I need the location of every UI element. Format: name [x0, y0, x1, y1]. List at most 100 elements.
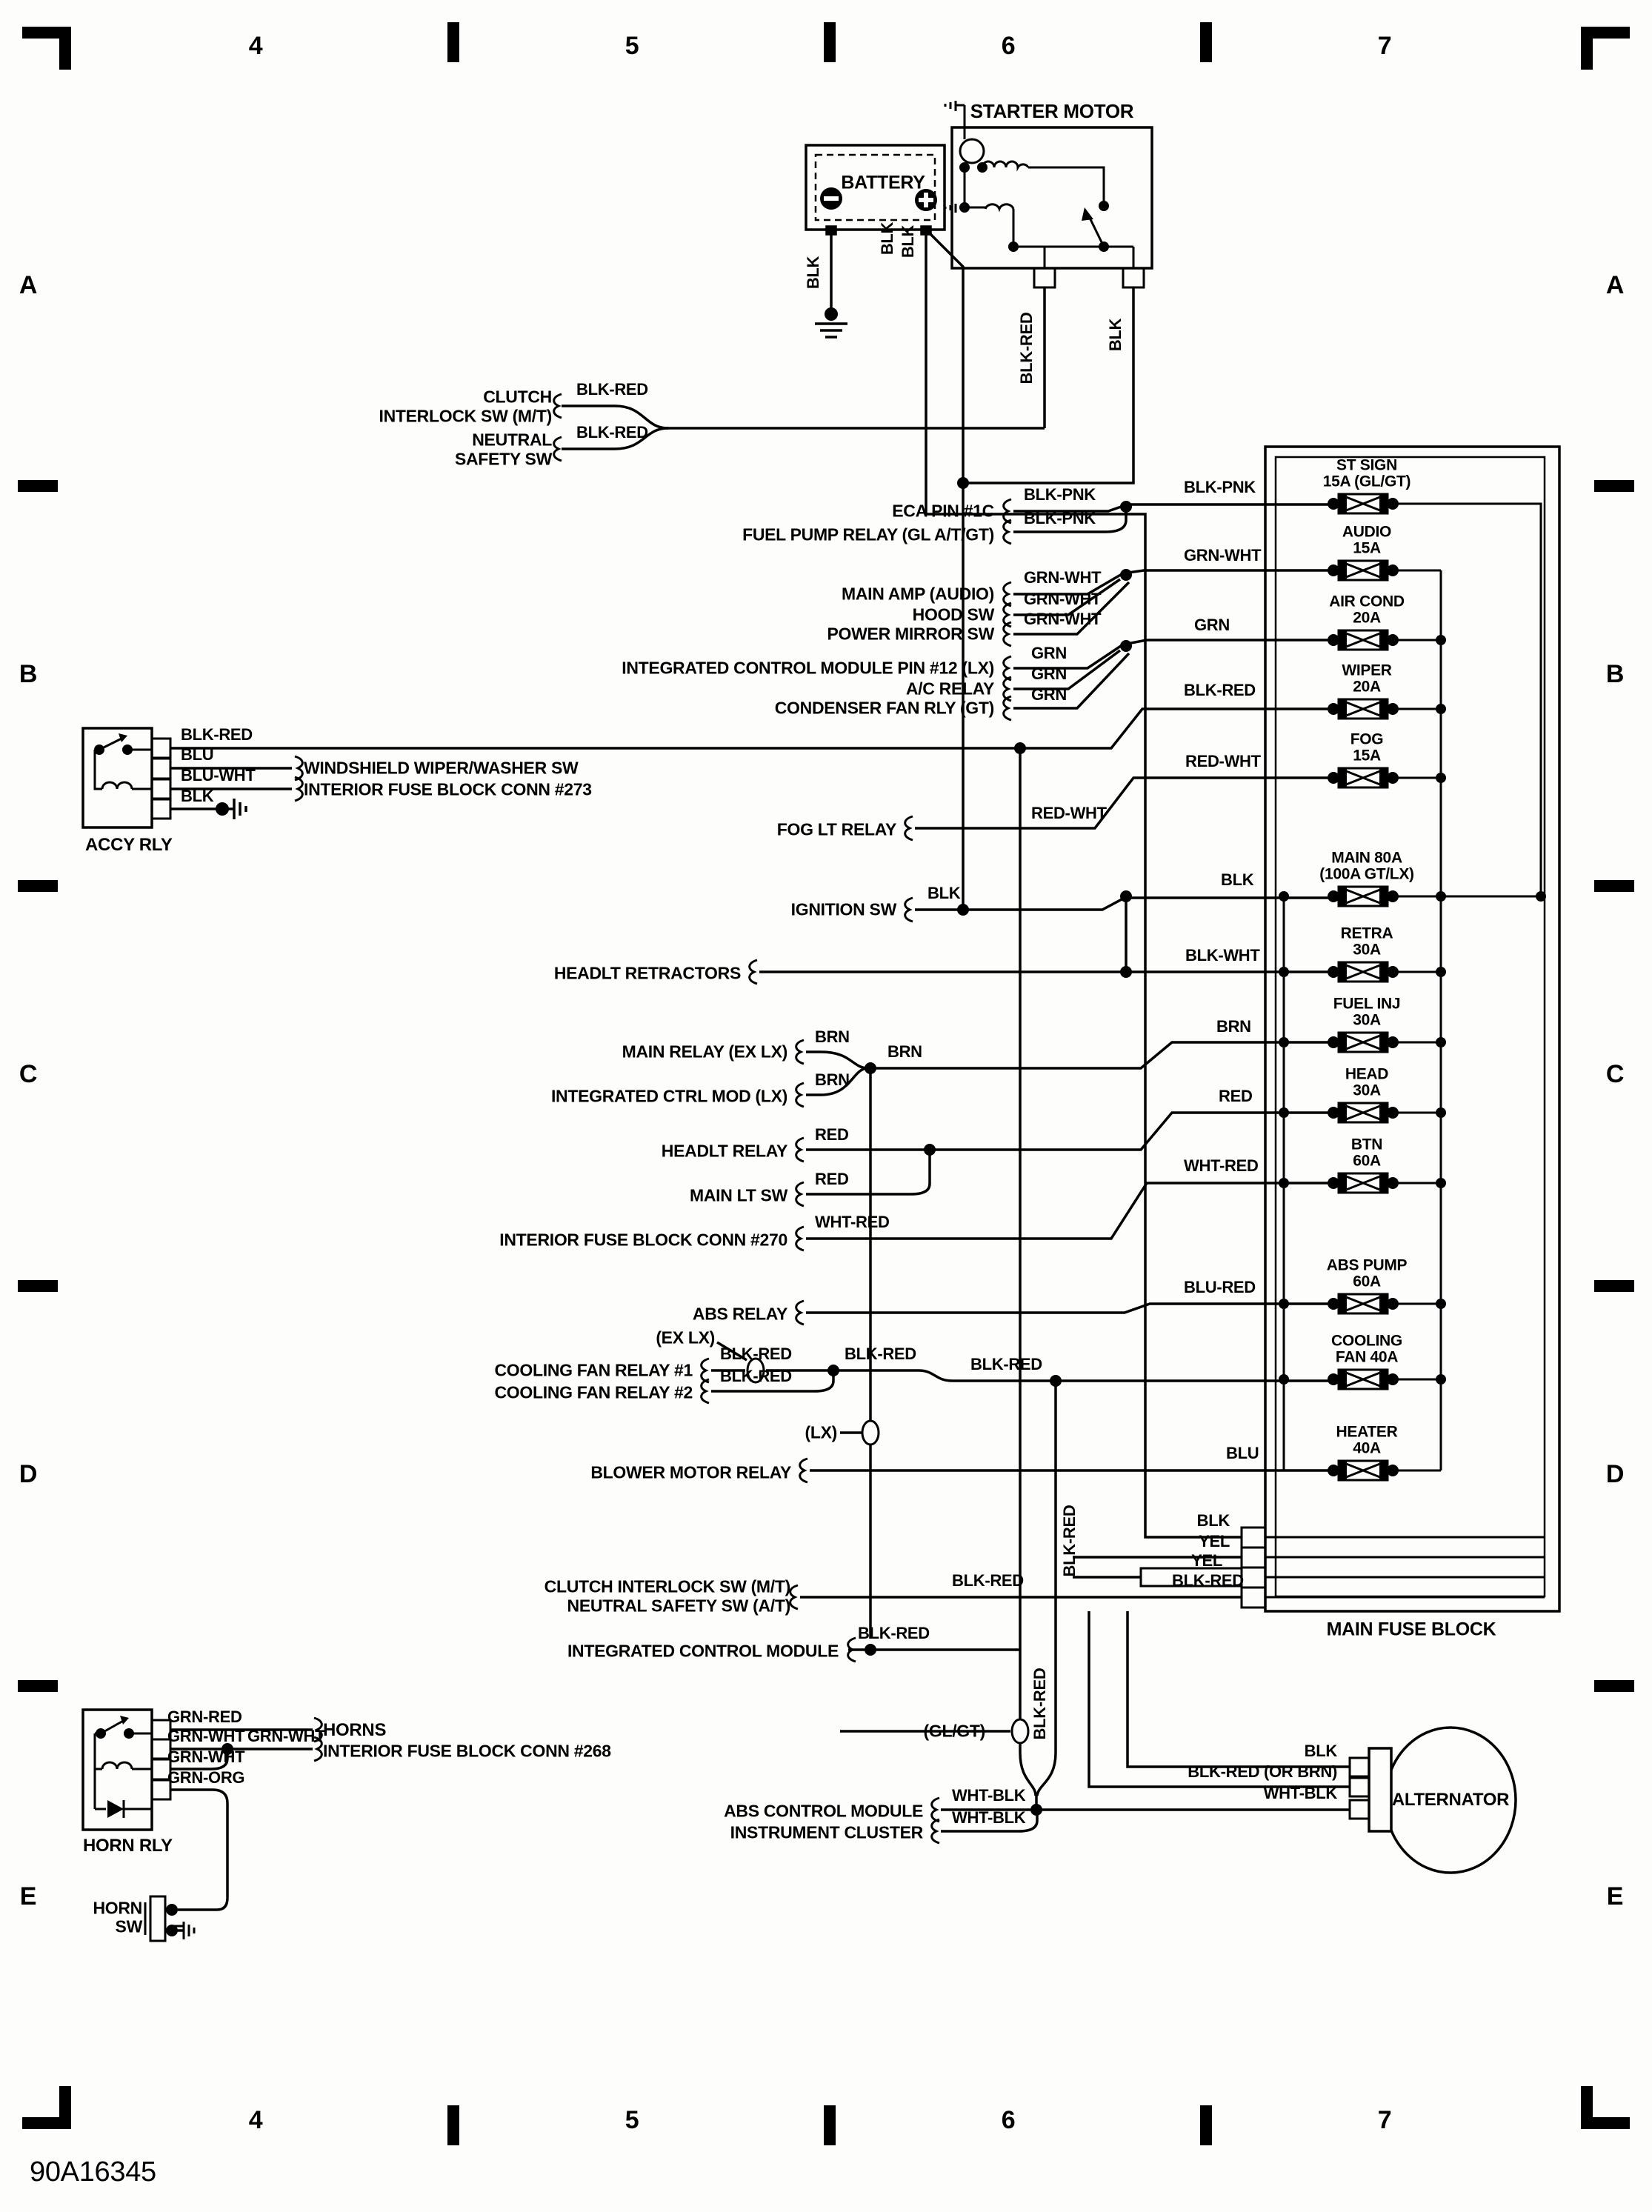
branch-horns: HORNS — [323, 1720, 387, 1740]
wire-blkpnk-2: BLK-PNK — [1024, 509, 1096, 527]
branch-conn-273: INTERIOR FUSE BLOCK CONN #273 — [304, 779, 592, 799]
wire-blkred-cool-2: BLK-RED — [720, 1367, 792, 1385]
fuse-main-80a — [1328, 885, 1399, 907]
margin-left-C: C — [19, 1060, 38, 1088]
fuse-label-name-3: WIPER — [1342, 662, 1392, 679]
horn-rly-title: HORN RLY — [83, 1836, 173, 1856]
fuse-head — [1328, 1102, 1399, 1124]
fuse-retra — [1328, 961, 1399, 983]
wire-grnwht-horn-mid: GRN-WHT — [247, 1727, 325, 1745]
wire-accy-blk: BLK — [181, 787, 214, 805]
wire-blkred-neutral: BLK-RED — [576, 423, 648, 442]
fuse-label-rating-4: 15A — [1353, 747, 1381, 764]
wire-alt-blkred: BLK-RED (OR BRN) — [1188, 1762, 1337, 1781]
wire-blk-battery-1: BLK — [878, 221, 896, 256]
fuse-heater — [1328, 1459, 1399, 1482]
fuse-fuel-inj — [1328, 1031, 1399, 1053]
wire-whtblk-1: WHT-BLK — [952, 1786, 1026, 1805]
wire-grn-3: GRN — [1031, 685, 1067, 704]
branch-headlt-relay: HEADLT RELAY — [661, 1141, 788, 1161]
accy-relay-box — [81, 727, 172, 829]
wire-blkred-clutch: BLK-RED — [576, 380, 648, 399]
branch-conn-270: INTERIOR FUSE BLOCK CONN #270 — [499, 1230, 787, 1250]
branch-integrated-ctrl-mod: INTEGRATED CTRL MOD (LX) — [550, 1086, 787, 1106]
branch-condenser-fan-rly: CONDENSER FAN RLY (GT) — [774, 698, 995, 718]
fuse-glyphs — [1328, 493, 1399, 1482]
starter-motor-title: STARTER MOTOR — [970, 100, 1134, 122]
accy-rly-title: ACCY RLY — [85, 835, 173, 855]
fuse-label-name-6: RETRA — [1340, 925, 1393, 942]
margin-top-4: 4 — [248, 32, 263, 60]
branch-neutral-safety-b: NEUTRAL SAFETY SW (A/T) — [567, 1596, 791, 1616]
wire-blkred-clutch-b: BLK-RED — [952, 1571, 1024, 1590]
branch-fuel-pump-relay: FUEL PUMP RELAY (GL A/T/GT) — [742, 524, 994, 544]
wire-red-right: RED — [1219, 1087, 1253, 1105]
fuse-label-name-5: MAIN 80A — [1331, 849, 1402, 867]
fuse-label-rating-12: 40A — [1353, 1439, 1381, 1457]
fuse-label-name-1: AUDIO — [1342, 523, 1392, 541]
branch-cooling-fan-2: COOLING FAN RELAY #2 — [494, 1382, 693, 1402]
alternator — [1348, 1726, 1517, 1874]
fuse-label-rating-0: 15A (GL/GT) — [1322, 473, 1411, 490]
wire-grnwht-2: GRN-WHT — [1024, 590, 1102, 608]
margin-bottom-4: 4 — [248, 2106, 263, 2134]
wire-red-1: RED — [815, 1125, 849, 1144]
branch-hood-sw: HOOD SW — [912, 604, 995, 624]
main-fuse-block-title: MAIN FUSE BLOCK — [1326, 1619, 1496, 1640]
margin-top-7: 7 — [1377, 32, 1392, 60]
wire-blkred-starter: BLK-RED — [1017, 312, 1036, 384]
wire-grnwht-3: GRN-WHT — [1024, 610, 1102, 628]
doc-code: 90A16345 — [30, 2156, 156, 2188]
fuse-st-sign — [1328, 493, 1399, 515]
fuse-air-cond — [1328, 629, 1399, 651]
alternator-title: ALTERNATOR — [1391, 1790, 1510, 1810]
fuse-label-name-4: FOG — [1350, 730, 1384, 748]
battery-box — [805, 144, 946, 236]
fuse-label-name-7: FUEL INJ — [1333, 995, 1401, 1013]
margin-right-D: D — [1605, 1460, 1625, 1488]
margin-bottom-7: 7 — [1377, 2106, 1392, 2134]
branch-power-mirror-sw: POWER MIRROR SW — [827, 624, 995, 644]
wire-blkred-cool-1: BLK-RED — [720, 1345, 792, 1363]
wire-blu-right: BLU — [1226, 1444, 1259, 1462]
branch-clutch-interlock-b: CLUTCH INTERLOCK SW (M/T) — [544, 1576, 791, 1596]
wire-brn-merged: BRN — [887, 1042, 922, 1061]
wire-blured-right: BLU-RED — [1184, 1278, 1256, 1296]
branch-conn-268: INTERIOR FUSE BLOCK CONN #268 — [323, 1741, 611, 1761]
wire-grn-2: GRN — [1031, 664, 1067, 683]
horn-sw-title-1: HORN — [93, 1898, 142, 1918]
margin-right-E: E — [1606, 1882, 1624, 1910]
branch-main-relay: MAIN RELAY (EX LX) — [622, 1042, 788, 1062]
branch-abs-control-module: ABS CONTROL MODULE — [724, 1801, 923, 1821]
main-fuse-block — [1240, 445, 1561, 1613]
wire-blkred-right-wiper: BLK-RED — [1184, 681, 1256, 699]
branch-clutch-interlock-1: CLUTCH — [483, 387, 552, 407]
horn-relay-box — [81, 1708, 172, 1831]
wire-blkwht-right: BLK-WHT — [1185, 946, 1260, 965]
fuse-label-rating-6: 30A — [1353, 941, 1381, 959]
fuse-label-rating-11: FAN 40A — [1335, 1348, 1399, 1366]
note-gl-gt: (GL/GT) — [923, 1721, 986, 1741]
branch-neutral-safety-1: NEUTRAL — [472, 430, 552, 450]
branch-main-amp: MAIN AMP (AUDIO) — [841, 584, 994, 604]
margin-right-A: A — [1605, 271, 1625, 299]
wire-grn-1: GRN — [1031, 644, 1067, 662]
fuse-wiper — [1328, 698, 1399, 720]
fuse-audio — [1328, 559, 1399, 582]
branch-fog-lt-relay: FOG LT RELAY — [776, 819, 897, 839]
fuse-abs-pump — [1328, 1293, 1399, 1315]
wire-accy-blu: BLU — [181, 745, 214, 764]
fuse-label-rating-5: (100A GT/LX) — [1319, 865, 1414, 883]
fuse-btn — [1328, 1172, 1399, 1194]
margin-top-5: 5 — [625, 32, 639, 60]
wire-alt-whtblk: WHT-BLK — [1263, 1784, 1338, 1802]
margin-left-D: D — [19, 1460, 38, 1488]
note-lx: (LX) — [805, 1422, 837, 1442]
branch-headlt-retractors: HEADLT RETRACTORS — [553, 963, 741, 983]
wire-red-2: RED — [815, 1170, 849, 1188]
fuse-label-name-9: BTN — [1350, 1136, 1383, 1153]
wire-grn-right: GRN — [1194, 616, 1230, 634]
wire-whtred-right: WHT-RED — [1184, 1156, 1259, 1175]
margin-left-E: E — [19, 1882, 37, 1910]
wire-blkred-vert-1: BLK-RED — [1060, 1505, 1079, 1577]
